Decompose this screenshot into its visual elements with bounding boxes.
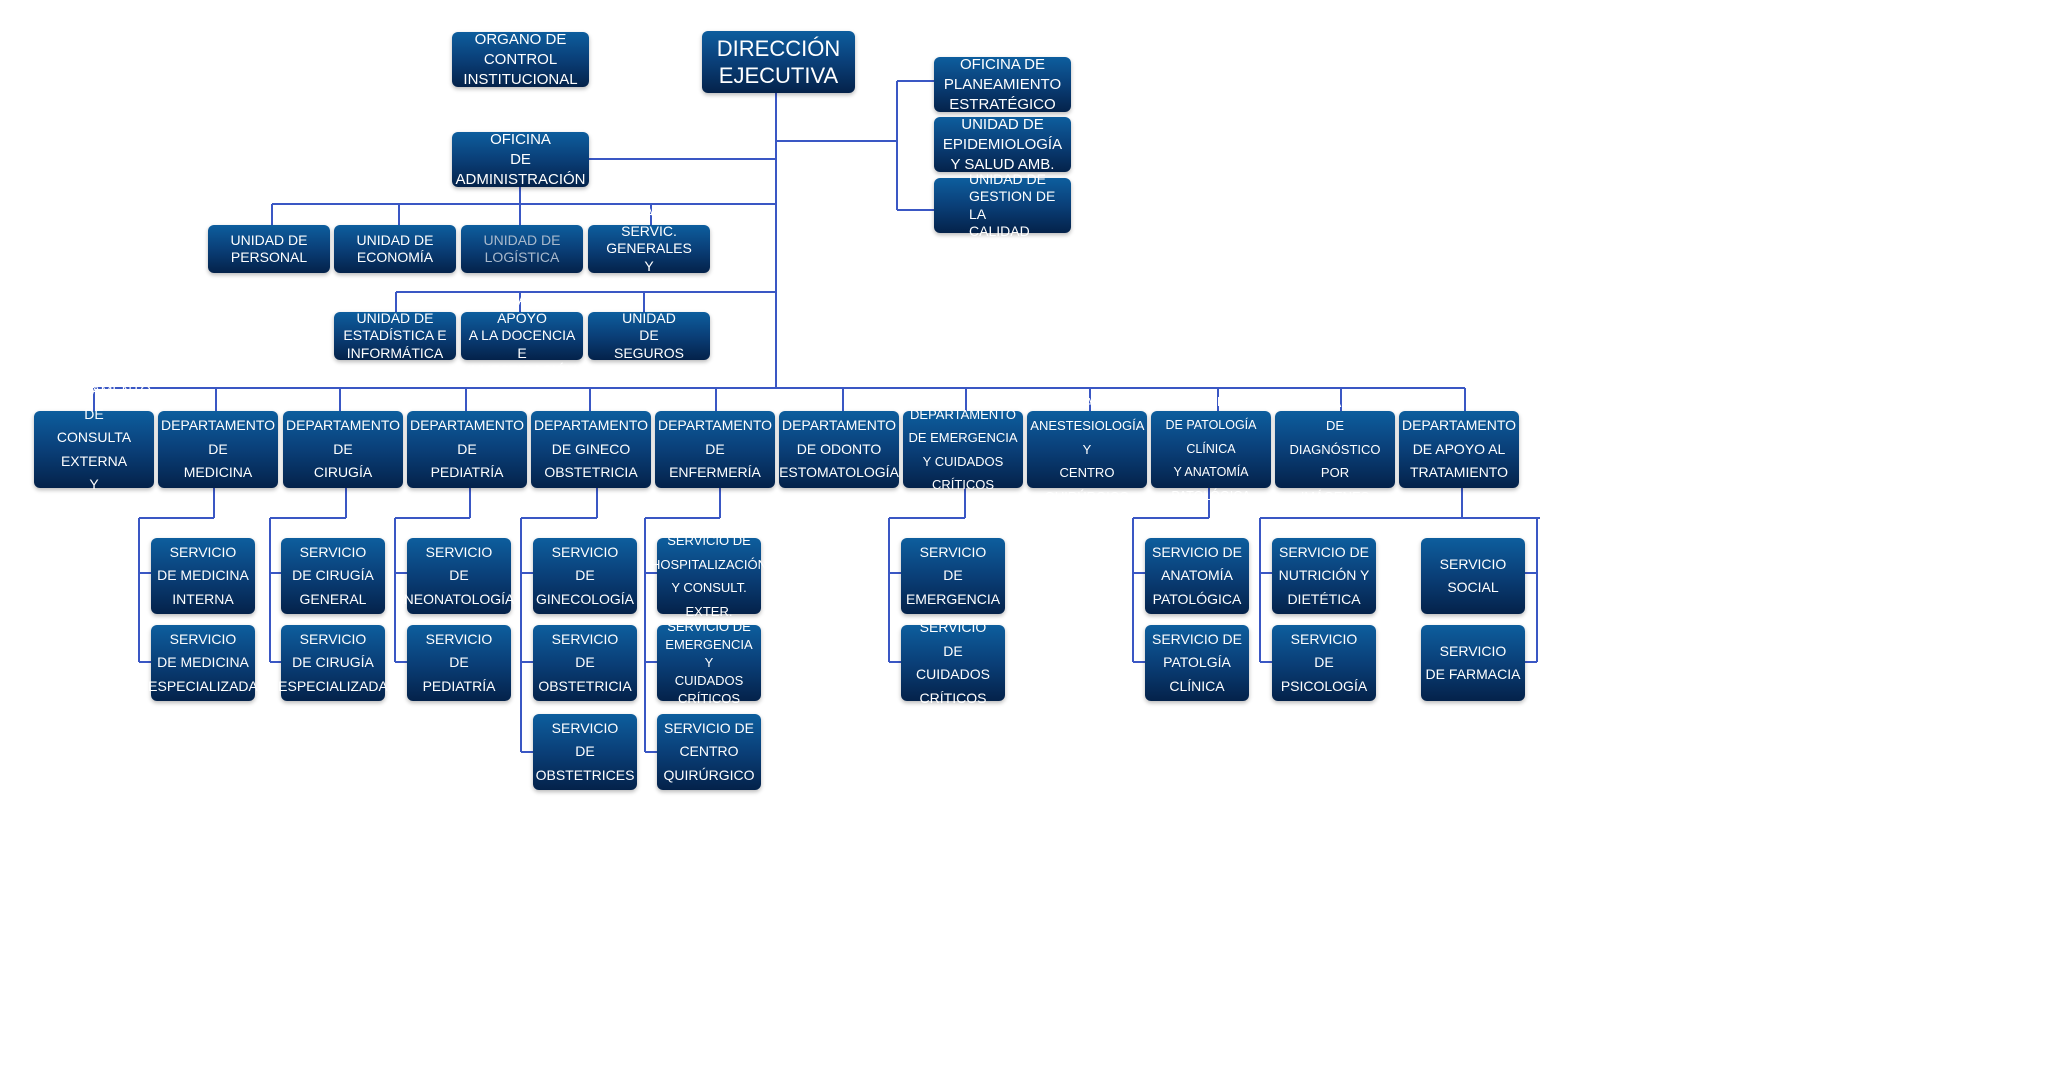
servicio-emergencia-cuidados-box[interactable]: SERVICIO DE EMERGENCIA Y CUIDADOS CRÍTIC…	[657, 619, 761, 706]
servicio-hospitalizacion-box[interactable]: SERVICIO DE HOSPITALIZACIÓN Y CONSULT. E…	[650, 533, 768, 619]
servicio-cirugia-general-box[interactable]: SERVICIO DE CIRUGÍA GENERAL	[281, 538, 385, 614]
servicio-cirugia-especializada-box[interactable]: SERVICIO DE CIRUGÍA ESPECIALIZADA	[278, 625, 388, 701]
dept-diagnostico-box[interactable]: DEPARTAMENTO DE DIAGNÓSTICO POR IMÁGENES	[1275, 395, 1395, 504]
servicio-nutricion-box[interactable]: SERVICIO DE NUTRICIÓN Y DIETÉTICA	[1272, 538, 1376, 614]
dept-enfermeria-box[interactable]: DEPARTAMENTO DE ENFERMERÍA	[655, 411, 775, 488]
dept-patologia-box[interactable]: DEPARTAMENTO DE PATOLOGÍA CLÍNICA Y ANAT…	[1151, 395, 1271, 503]
servicio-psicologia-box[interactable]: SERVICIO DE PSICOLOGÍA	[1272, 625, 1376, 701]
unidad-docencia-box[interactable]: UNIDAD DE APOYO A LA DOCENCIA E INVESTIG…	[461, 292, 583, 378]
dept-pediatria-box[interactable]: DEPARTAMENTO DE PEDIATRÍA	[407, 411, 527, 488]
dept-medicina-box[interactable]: DEPARTAMENTO DE MEDICINA	[158, 411, 278, 488]
servicio-farmacia-box[interactable]: SERVICIO DE FARMACIA	[1421, 625, 1525, 701]
dept-cirugia-box[interactable]: DEPARTAMENTO DE CIRUGÍA	[283, 411, 403, 488]
servicio-obstetricia-box[interactable]: SERVICIO DE OBSTETRICIA	[533, 625, 637, 701]
servicio-anatomia-patologica-box[interactable]: SERVICIO DE ANATOMÍA PATOLÓGICA	[1145, 538, 1249, 614]
servicio-pediatria-box[interactable]: SERVICIO DE PEDIATRÍA	[407, 625, 511, 701]
dept-odonto-box[interactable]: DEPARTAMENTO DE ODONTO ESTOMATOLOGÍA	[779, 411, 899, 488]
servicio-cuidados-criticos-box[interactable]: SERVICIO DE CUIDADOS CRÍTICOS	[901, 619, 1005, 706]
servicio-centro-quirurgico-box[interactable]: SERVICIO DE CENTRO QUIRÚRGICO	[657, 714, 761, 790]
servicio-medicina-especializada-box[interactable]: SERVICIO DE MEDICINA ESPECIALIZADA	[148, 625, 258, 701]
dept-emergencia-box[interactable]: DEPARTAMENTO DE EMERGENCIA Y CUIDADOS CR…	[903, 407, 1023, 492]
servicio-emergencia-box[interactable]: SERVICIO DE EMERGENCIA	[901, 538, 1005, 614]
unidad-estadistica-box[interactable]: UNIDAD DE ESTADÍSTICA E INFORMÁTICA	[334, 310, 456, 361]
unidad-servicios-generales-box[interactable]: UNIDAD DE SERVIC. GENERALES Y MANTENIMIE…	[588, 205, 710, 291]
servicio-patologia-clinica-box[interactable]: SERVICIO DE PATOLGÍA CLÍNICA	[1145, 625, 1249, 701]
servicio-social-box[interactable]: SERVICIO SOCIAL	[1421, 538, 1525, 614]
direccion-ejecutiva-box[interactable]: DIRECCIÓN EJECUTIVA	[702, 31, 855, 93]
unidad-personal-box[interactable]: UNIDAD DE PERSONAL	[208, 225, 330, 273]
servicio-medicina-interna-box[interactable]: SERVICIO DE MEDICINA INTERNA	[151, 538, 255, 614]
oficina-administracion-box[interactable]: OFICINA DE ADMINISTRACIÓN	[452, 131, 589, 188]
dept-anestesiologia-box[interactable]: DEPARTAMENTO ANESTESIOLOGÍA Y CENTRO QUI…	[1027, 395, 1147, 504]
dept-consulta-externa-box[interactable]: DEPARTAMENTO DE CONSULTA EXTERNA Y HOSPI…	[31, 382, 157, 516]
dept-apoyo-tratamiento-box[interactable]: DEPARTAMENTO DE APOYO AL TRATAMIENTO	[1399, 411, 1519, 488]
dept-gineco-obstetricia-box[interactable]: DEPARTAMENTO DE GINECO OBSTETRICIA	[531, 411, 651, 488]
organo-control-box[interactable]: ORGANO DE CONTROL INSTITUCIONAL	[452, 31, 589, 88]
servicio-ginecologia-box[interactable]: SERVICIO DE GINECOLOGÍA	[533, 538, 637, 614]
unidad-logistica-box[interactable]: UNIDAD DE LOGÍSTICA	[461, 225, 583, 273]
servicio-neonatologia-box[interactable]: SERVICIO DE NEONATOLOGÍA	[404, 538, 514, 614]
unidad-economia-box[interactable]: UNIDAD DE ECONOMÍA	[334, 225, 456, 273]
epidemiologia-box[interactable]: UNIDAD DE EPIDEMIOLOGÍA Y SALUD AMB.	[934, 116, 1071, 173]
planeamiento-box[interactable]: OFICINA DE PLANEAMIENTO ESTRATÉGICO	[934, 56, 1071, 113]
servicio-obstetrices-box[interactable]: SERVICIO DE OBSTETRICES	[533, 714, 637, 790]
unidad-seguros-box[interactable]: UNIDAD DE SEGUROS	[588, 310, 710, 361]
gestion-calidad-box[interactable]: UNIDAD DE GESTION DE LA CALIDAD	[934, 171, 1071, 239]
